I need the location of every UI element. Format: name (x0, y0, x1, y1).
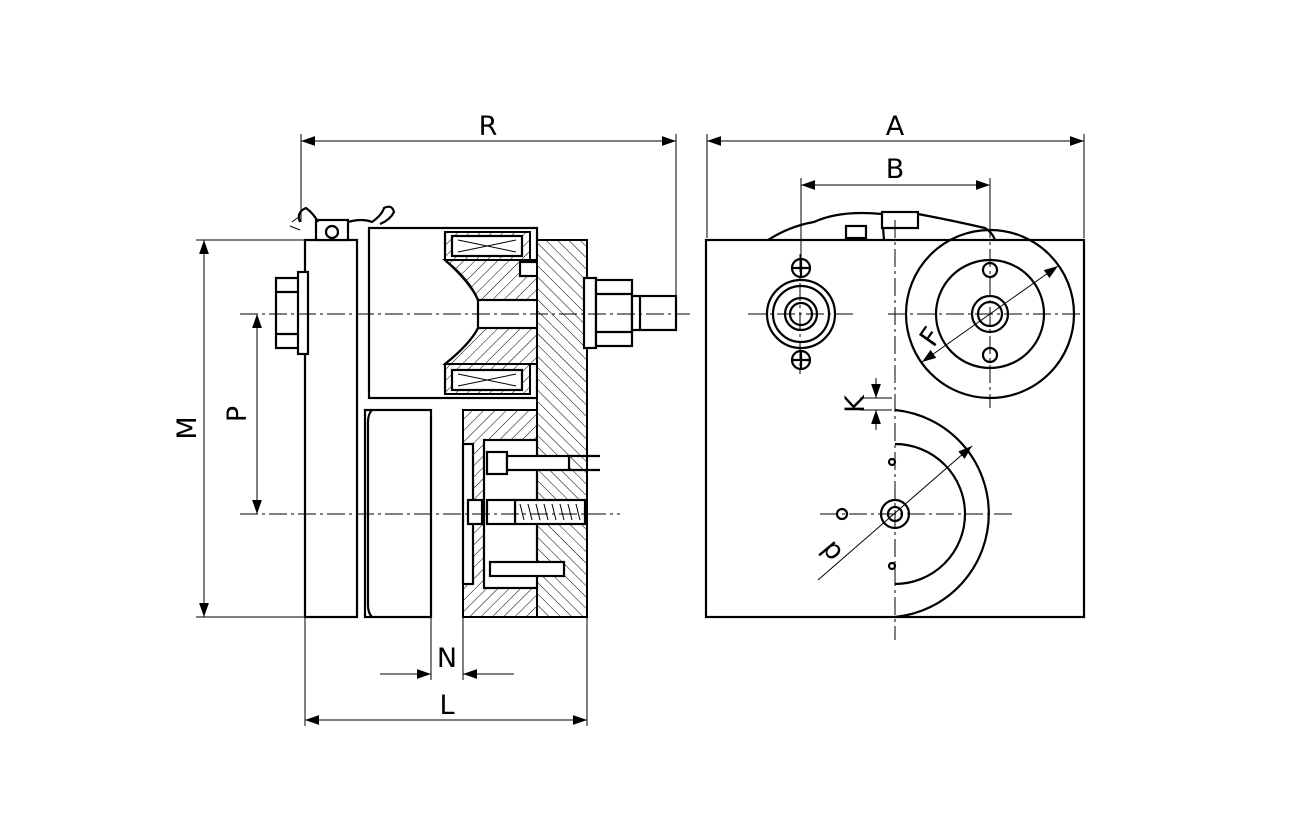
dim-label-l: L (439, 690, 454, 721)
dim-label-k: K (840, 394, 871, 413)
terminal-screw-icon (324, 224, 340, 240)
dim-label-n: N (437, 643, 457, 674)
section-view (274, 205, 678, 619)
wire-clamp (880, 210, 920, 230)
dim-label-a: A (886, 111, 905, 142)
terminal-block (314, 218, 350, 242)
lead-wire-icon (767, 211, 997, 241)
dim-label-m: M (172, 416, 203, 439)
shaft-end (630, 294, 678, 332)
armature-plate (303, 238, 359, 619)
dim-label-b: B (886, 154, 905, 185)
dim-label-p: P (222, 406, 253, 422)
dim-label-r: R (479, 111, 498, 142)
spring (513, 498, 587, 526)
